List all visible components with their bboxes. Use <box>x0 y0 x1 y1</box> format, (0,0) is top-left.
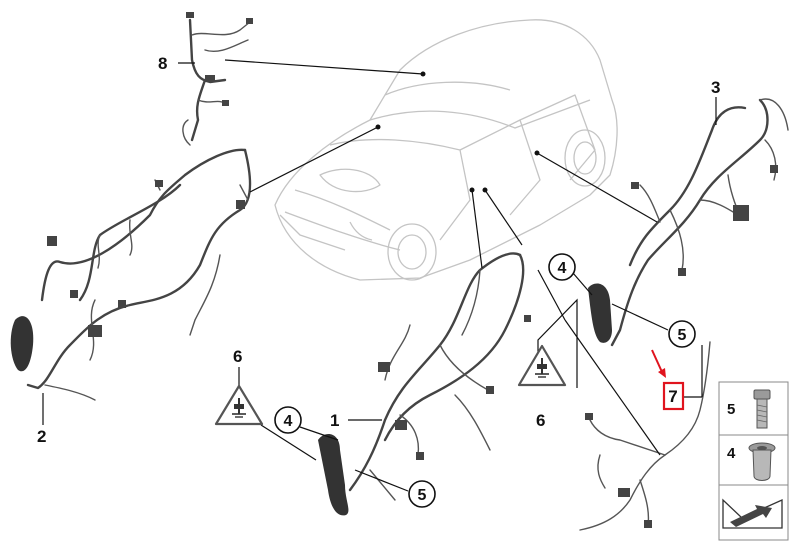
legend-screw-row: 5 <box>727 389 771 429</box>
callout-5-right: 5 <box>668 320 696 348</box>
svg-text:4: 4 <box>284 413 293 430</box>
circled-callouts: 4 5 4 5 <box>274 253 696 508</box>
callout-3: 3 <box>711 78 720 97</box>
svg-text:5: 5 <box>727 401 735 418</box>
wiring-harness-8[interactable] <box>182 12 253 146</box>
callout-8: 8 <box>158 54 167 73</box>
svg-text:4: 4 <box>727 445 736 462</box>
wiring-harness-1[interactable] <box>318 252 531 516</box>
svg-text:4: 4 <box>558 260 567 277</box>
callout-2: 2 <box>37 427 46 446</box>
blind-rivet-nut-icon <box>748 442 776 481</box>
car-outline <box>274 19 618 281</box>
legend-arrow-row <box>722 498 783 529</box>
callout-4-right: 4 <box>548 253 576 281</box>
wiring-harness-3[interactable] <box>588 98 789 347</box>
wiring-harness-7[interactable] <box>579 341 711 531</box>
callout-1: 1 <box>330 411 339 430</box>
legend-nut-row: 4 <box>727 442 776 481</box>
leader-lines <box>42 59 717 492</box>
highlighted-callout-7[interactable]: 7 <box>651 349 685 411</box>
callout-4-left: 4 <box>274 406 302 434</box>
mounting-direction-icon <box>722 498 783 529</box>
svg-text:5: 5 <box>418 487 427 504</box>
screw-icon <box>753 389 771 429</box>
earth-warning-right-icon <box>517 344 567 387</box>
parts-legend: 5 4 <box>718 381 789 541</box>
svg-text:7: 7 <box>668 387 677 406</box>
callout-6-right: 6 <box>536 411 545 430</box>
wiring-harness-2[interactable] <box>10 148 252 401</box>
earth-warning-left-icon <box>214 384 264 426</box>
callout-labels: 8 3 2 1 6 6 <box>37 54 720 446</box>
svg-text:5: 5 <box>678 327 687 344</box>
callout-6-left: 6 <box>233 347 242 366</box>
callout-5-left: 5 <box>408 480 436 508</box>
